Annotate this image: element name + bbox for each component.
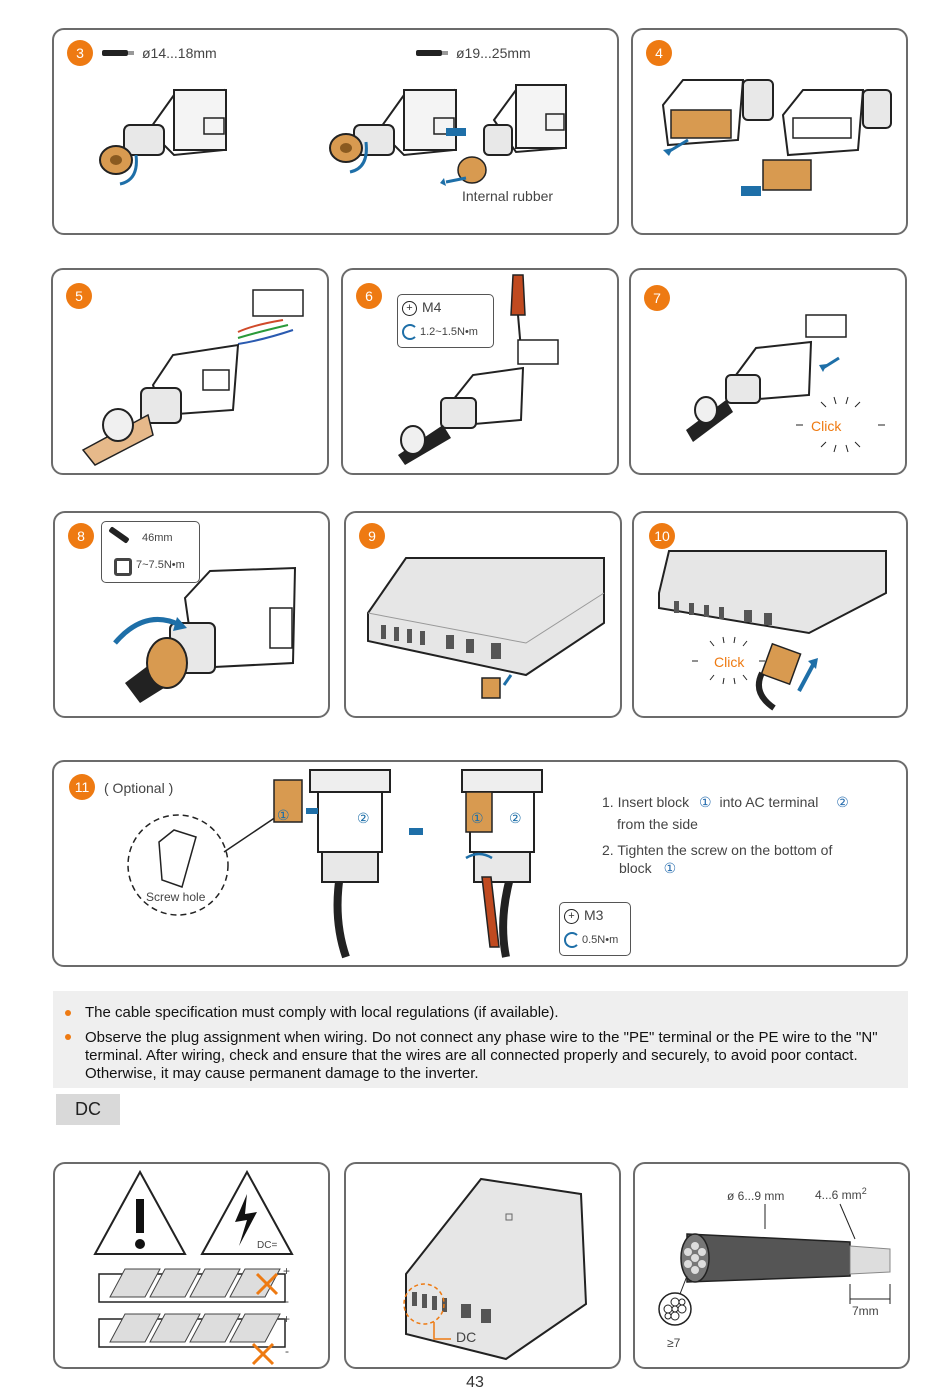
page-number: 43 <box>466 1374 484 1391</box>
step-7-click-label: Click <box>811 418 842 434</box>
step-6-panel: 6 + M4 1.2~1.5N•m <box>341 268 619 475</box>
step-9-panel: 9 <box>344 511 622 718</box>
step-11-number: 11 <box>69 774 95 800</box>
dc-port-label: DC <box>456 1329 477 1345</box>
step-11-screw-size: M3 <box>584 907 604 923</box>
step-9-illustration <box>367 557 605 699</box>
strip-length-label: 7mm <box>852 1304 879 1318</box>
dc-warning-panel: DC= + - + - <box>53 1162 330 1369</box>
step-4-illustration <box>661 79 892 196</box>
instruction-1: 1. Insert block ① into AC terminal ② <box>602 794 849 811</box>
hex-nut-icon <box>114 558 132 576</box>
instruction-2: 2. Tighten the screw on the bottom of <box>602 842 833 858</box>
minus-label-1: - <box>285 1294 289 1308</box>
minus-label-2: - <box>285 1344 289 1358</box>
internal-rubber-label: Internal rubber <box>462 188 554 204</box>
phillips-screw-icon: + <box>402 301 417 316</box>
instruction-1-continued: from the side <box>617 816 698 832</box>
step-10-number: 10 <box>649 523 675 549</box>
torque-icon <box>564 932 580 948</box>
instruction-1-text-b: into AC terminal <box>719 794 819 810</box>
step-6-screw-size: M4 <box>422 299 442 315</box>
cable-diameter-small-label: ø14...18mm <box>142 45 217 61</box>
cable-area-superscript: 2 <box>861 1186 867 1196</box>
dc-inverter-illustration <box>403 1177 588 1361</box>
step-8-wrench-size: 46mm <box>142 532 173 544</box>
plus-label-1: + <box>283 1264 291 1278</box>
instruction-1-marker-1: ① <box>699 794 712 810</box>
torque-icon <box>402 324 418 340</box>
instruction-2-continued: block ① <box>619 860 676 877</box>
optional-label: ( Optional ) <box>104 780 174 796</box>
note-2: Observe the plug assignment when wiring.… <box>85 1029 878 1082</box>
note-1: The cable specification must comply with… <box>85 1004 559 1021</box>
terminal-marker-2-b: ② <box>509 810 522 826</box>
note-bullet-2 <box>65 1034 71 1040</box>
step-6-illustration <box>398 274 559 465</box>
step-7-panel: 7 Click <box>629 268 907 475</box>
step-11-tool-box: + M3 0.5N•m <box>559 902 631 956</box>
screw-hole-label: Screw hole <box>146 890 206 904</box>
instruction-2-text-b: block <box>619 860 652 876</box>
instruction-2-marker-1: ① <box>663 860 677 876</box>
dc-inverter-panel: DC <box>344 1162 621 1369</box>
phillips-screw-icon: + <box>564 909 579 924</box>
pv-array-top <box>98 1268 286 1303</box>
dc-warning-illustration <box>93 1169 294 1366</box>
step-11-illustration <box>127 769 543 959</box>
instruction-1-text-a: 1. Insert block <box>602 794 690 810</box>
step-11-torque: 0.5N•m <box>582 934 619 946</box>
block-marker-1-b: ① <box>471 810 484 826</box>
step-11-panel: 11 ( Optional ) Screw hole ① ② ① ② 1. In… <box>52 760 908 967</box>
note-bullet-1 <box>65 1010 71 1016</box>
step-10-illustration <box>658 550 887 711</box>
step-8-tool-box: 46mm 7~7.5N•m <box>101 521 200 583</box>
step-3-number: 3 <box>67 40 93 66</box>
pv-array-bottom <box>98 1313 286 1348</box>
dc-cable-panel: ø 6...9 mm 4...6 mm2 7mm ≥7 <box>633 1162 910 1369</box>
step-3-panel: 3 ø14...18mm ø19...25mm Internal rubber <box>52 28 619 235</box>
step-8-torque: 7~7.5N•m <box>136 559 185 571</box>
step-10-click-label: Click <box>714 654 745 670</box>
step-8-panel: 8 46mm 7~7.5N•m <box>53 511 330 718</box>
dc-cable-illustration <box>658 1203 891 1326</box>
cable-area-value: 4...6 mm <box>815 1188 862 1202</box>
step-5-number: 5 <box>66 283 92 309</box>
step-6-tool-box: + M4 1.2~1.5N•m <box>397 294 494 348</box>
dc-symbol-label: DC= <box>257 1240 278 1251</box>
cable-area-label: 4...6 mm2 <box>815 1186 867 1202</box>
cable-diameter-large-label: ø19...25mm <box>456 45 531 61</box>
step-9-number: 9 <box>359 523 385 549</box>
step-4-panel: 4 <box>631 28 908 235</box>
notes-box: The cable specification must comply with… <box>53 991 908 1088</box>
step-8-number: 8 <box>68 523 94 549</box>
cable-diameter-label: ø 6...9 mm <box>727 1189 785 1203</box>
block-marker-1: ① <box>277 807 290 823</box>
terminal-marker-2: ② <box>357 810 370 826</box>
step-6-torque: 1.2~1.5N•m <box>420 326 478 338</box>
section-tag-dc: DC <box>56 1094 120 1125</box>
step-5-illustration <box>81 289 304 466</box>
step-8-illustration <box>113 566 297 703</box>
step-6-number: 6 <box>356 283 382 309</box>
step-10-panel: 10 Click <box>632 511 908 718</box>
step-5-panel: 5 <box>51 268 329 475</box>
core-count-label: ≥7 <box>667 1336 681 1350</box>
prohibited-cross-bottom <box>251 1342 275 1366</box>
step-3-illustration <box>99 50 567 186</box>
instruction-1-marker-2: ② <box>836 794 849 810</box>
prohibited-cross-top <box>255 1272 279 1296</box>
high-voltage-icon <box>200 1169 294 1255</box>
step-7-illustration <box>686 314 885 453</box>
plus-label-2: + <box>283 1312 291 1326</box>
step-7-number: 7 <box>644 285 670 311</box>
step-4-number: 4 <box>646 40 672 66</box>
